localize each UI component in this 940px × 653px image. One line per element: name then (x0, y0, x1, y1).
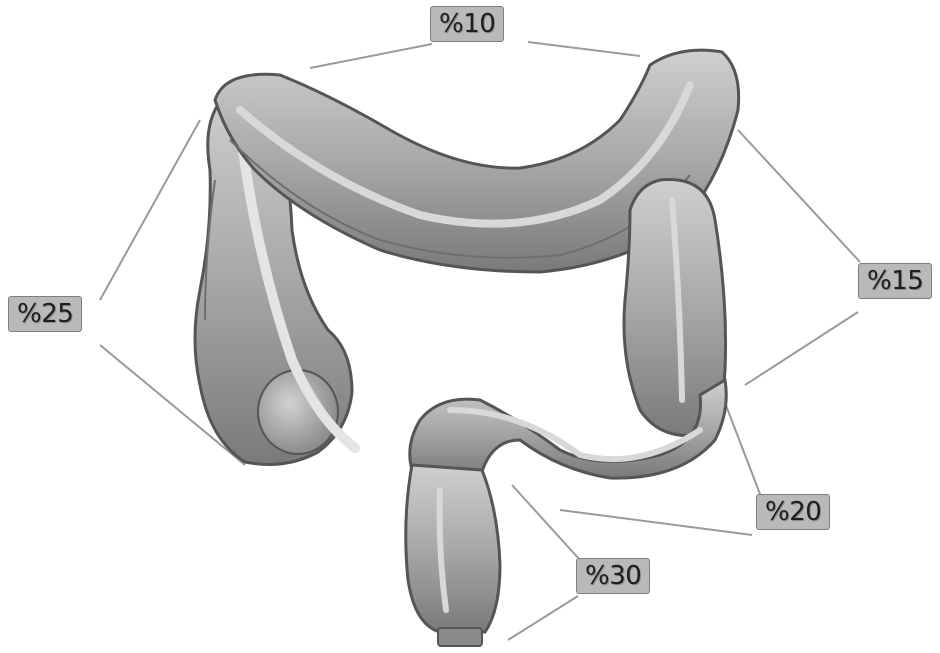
transverse-colon-percent-label: %10 (430, 6, 504, 42)
leader-transverse-right (528, 42, 640, 56)
leader-descending-top (738, 130, 860, 262)
colon-illustration (195, 50, 739, 646)
sigmoid-colon-percent-label: %20 (756, 494, 830, 530)
rectum-percent-label: %30 (576, 558, 650, 594)
descending-colon-percent-label: %15 (858, 263, 932, 299)
leader-descending-bottom (745, 312, 858, 385)
leader-sigmoid-top (722, 395, 760, 494)
leader-sigmoid-bottom (560, 510, 752, 535)
leader-transverse-left (310, 44, 432, 68)
ascending-colon-percent-label: %25 (8, 296, 82, 332)
leader-rectum-bottom (508, 596, 578, 640)
rectum (406, 465, 500, 646)
leader-rectum-top (512, 485, 580, 560)
leader-ascending-top (100, 120, 200, 300)
